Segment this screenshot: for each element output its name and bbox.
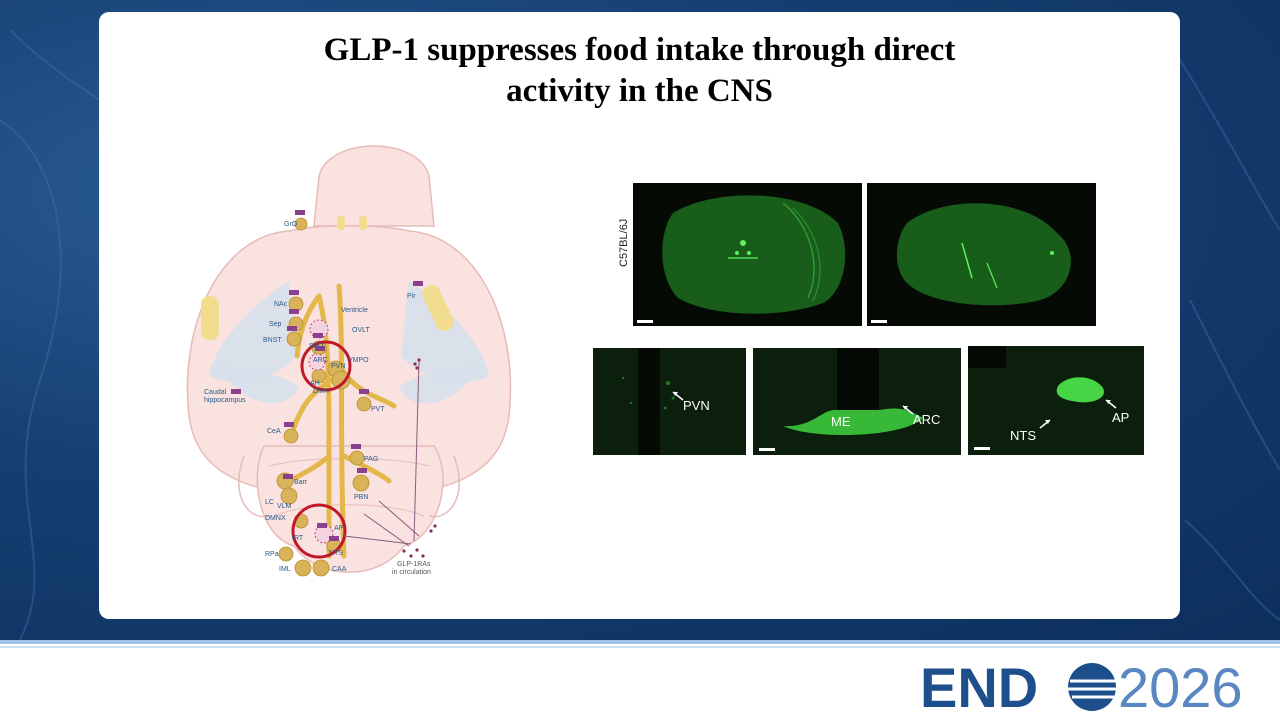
brain-label-pvt: PVT: [371, 406, 385, 413]
endo-logo: END 2026: [920, 655, 1270, 715]
brain-label-pvn: PVN: [331, 363, 345, 370]
brain-label-barr: Barr: [294, 479, 308, 486]
footer-rule-thin: [0, 646, 1280, 648]
brain-label-nac: NAc: [274, 301, 288, 308]
brain-label-rpa: RPa: [265, 551, 279, 558]
logo-year: 2026: [1118, 656, 1243, 715]
brain-label-arc: ARC: [313, 357, 328, 364]
brain-label-irt: IRT: [292, 535, 304, 542]
brain-label-vlm: VLM: [277, 503, 292, 510]
scale-bar: [759, 448, 775, 451]
brain-label-sep: Sep: [269, 321, 282, 328]
brain-label-cea: CeA: [267, 428, 281, 435]
brain-label-pag: PAG: [364, 456, 378, 463]
slide-title: GLP-1 suppresses food intake through dir…: [99, 30, 1180, 112]
brain-label-dmh: DMH: [313, 388, 329, 395]
brain-label-pir: Pir: [407, 293, 416, 300]
micro-label-pvn: PVN: [683, 398, 710, 413]
title-line-2: activity in the CNS: [506, 73, 773, 109]
micrograph-ap: AP NTS: [968, 346, 1144, 455]
brain-label-lc: LC: [265, 499, 274, 506]
brain-label-dmnx: DMNX: [265, 515, 286, 522]
scale-bar: [871, 320, 887, 323]
brain-label-ap: AP: [334, 525, 344, 532]
micrograph-horizontal: [633, 183, 862, 326]
micrograph-pvn: PVN: [593, 348, 746, 455]
globe-icon: [1068, 663, 1116, 711]
brain-label-iml: IML: [279, 566, 291, 573]
logo-word: END: [920, 656, 1038, 715]
brain-label-ventricle: Ventricle: [341, 307, 368, 314]
brain-label-nts: NTS: [329, 550, 343, 557]
micro-label-nts: NTS: [1010, 428, 1036, 443]
micrograph-arc: ME ARC: [753, 348, 961, 455]
brain-label-ah: AH: [310, 380, 320, 387]
brain-label-hippocampus: hippocampus: [204, 397, 246, 404]
footer-rule: [0, 640, 1280, 644]
brain-label-ovlt: OVLT: [352, 327, 370, 334]
glp-label-line1: GLP-1RAs: [397, 561, 431, 568]
brain-label-pbn: PBN: [354, 494, 368, 501]
brain-label-caa: CAA: [332, 566, 347, 573]
brain-label-vmpo: VMPO: [348, 357, 369, 364]
brain-label-sfo: SFO: [309, 343, 324, 350]
micrograph-sagittal: [867, 183, 1096, 326]
scale-bar: [637, 320, 653, 323]
slide-card: GLP-1 suppresses food intake through dir…: [99, 12, 1180, 619]
title-line-1: GLP-1 suppresses food intake through dir…: [323, 32, 956, 68]
brain-label-bnst: BNST: [263, 337, 282, 344]
brain-label-caudal: Caudal: [204, 389, 227, 396]
micro-label-me: ME: [831, 414, 851, 429]
scale-bar: [974, 447, 990, 450]
micro-label-arc: ARC: [913, 412, 941, 427]
strain-label: C57BL/6J: [618, 218, 630, 267]
brain-schematic: GrO NAc Sep BNST SFO OVLT Ventricle ARC …: [186, 145, 512, 577]
glp-label-line2: in circulation: [392, 569, 431, 576]
micro-label-ap: AP: [1112, 410, 1130, 425]
brain-label-gro: GrO: [284, 221, 298, 228]
